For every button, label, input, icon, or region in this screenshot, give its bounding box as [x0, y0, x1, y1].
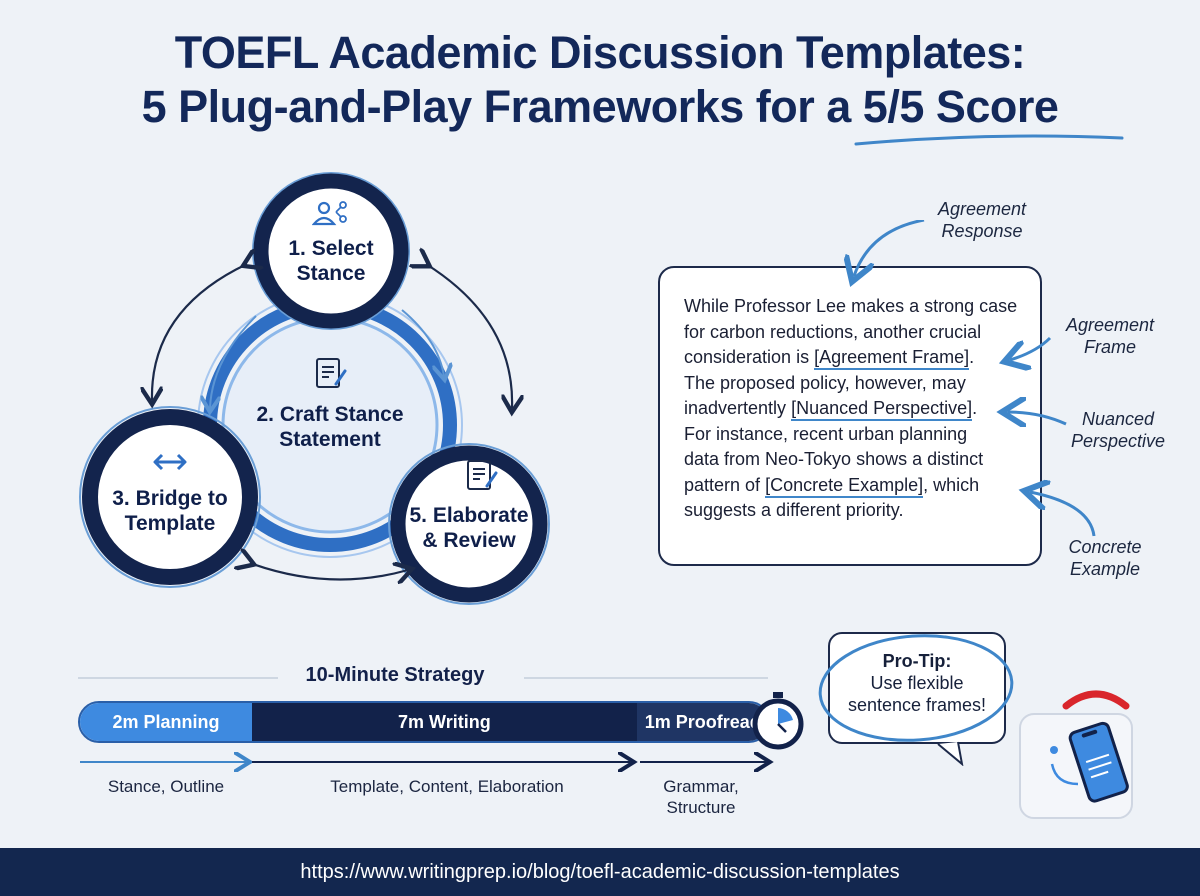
strategy-timebar: 2m Planning 7m Writing 1m Proofread: [78, 701, 770, 743]
step3-circle: [79, 406, 261, 588]
concrete-example-highlight: [Concrete Example]: [765, 474, 924, 498]
arrow-inner-right: [401, 309, 444, 376]
title-underline-swoosh: [854, 134, 1124, 146]
planning-sub: Stance, Outline: [107, 777, 225, 796]
smartphone-hand-icon: [1019, 690, 1133, 819]
segment-writing: 7m Writing: [251, 703, 637, 741]
title-highlight: a 5/5 Score: [826, 81, 1059, 132]
proofread-sub: Grammar, Structure: [663, 777, 739, 817]
writing-sub: Template, Content, Elaboration: [330, 777, 564, 796]
document-edit-icon: [467, 460, 498, 490]
nuanced-perspective-highlight: [Nuanced Perspective]: [791, 398, 973, 421]
users-share-icon: [312, 201, 347, 226]
step2-label: 2. Craft Stance Statement: [256, 403, 404, 451]
title-line-2: 5 Plug-and-Play Frameworks for a 5/5 Sco…: [141, 81, 1059, 132]
segment-proofread: 1m Proofread: [636, 703, 768, 741]
arrow-right-cycle: [426, 264, 512, 408]
cycle-diagram: [79, 172, 550, 605]
annotation-agreement-frame: Agreement Frame: [1065, 315, 1155, 357]
arrow-left-cycle: [152, 264, 247, 400]
protip-title: Pro-Tip:: [882, 651, 952, 671]
title-line-1: TOEFL Academic Discussion Templates:: [174, 27, 1026, 78]
segment-planning: 2m Planning: [80, 703, 252, 741]
stopwatch-icon: [752, 692, 804, 750]
strategy-divider: [78, 677, 768, 679]
annotation-concrete-example: Concrete Example: [1068, 537, 1142, 579]
step3-label: 3. Bridge to Template: [112, 487, 228, 535]
protip-outline-swoosh: [818, 634, 1014, 766]
page-title: TOEFL Academic Discussion Templates: 5 P…: [0, 26, 1200, 134]
double-arrow-icon: [153, 453, 187, 471]
strategy-title: 10-Minute Strategy: [305, 664, 485, 686]
footer-url[interactable]: https://www.writingprep.io/blog/toefl-ac…: [0, 848, 1200, 896]
timeline-arrows: [80, 752, 778, 772]
arrow-inner-left: [210, 315, 257, 408]
step5-circle: [388, 443, 550, 605]
sample-response-box: While Professor Lee makes a strong case …: [658, 266, 1042, 566]
annotation-nuanced-perspective: Nuanced Perspective: [1070, 409, 1166, 451]
step5-label: 5. Elaborate & Review: [409, 504, 529, 552]
document-edit-icon: [316, 358, 347, 388]
arrow-bottom-cycle: [250, 563, 408, 579]
agreement-frame-highlight: [Agreement Frame]: [814, 347, 970, 370]
annotation-arrows: [840, 220, 1096, 537]
annotation-agreement-response: Agreement Response: [937, 199, 1027, 241]
step1-label: 1. Select Stance: [288, 237, 374, 285]
